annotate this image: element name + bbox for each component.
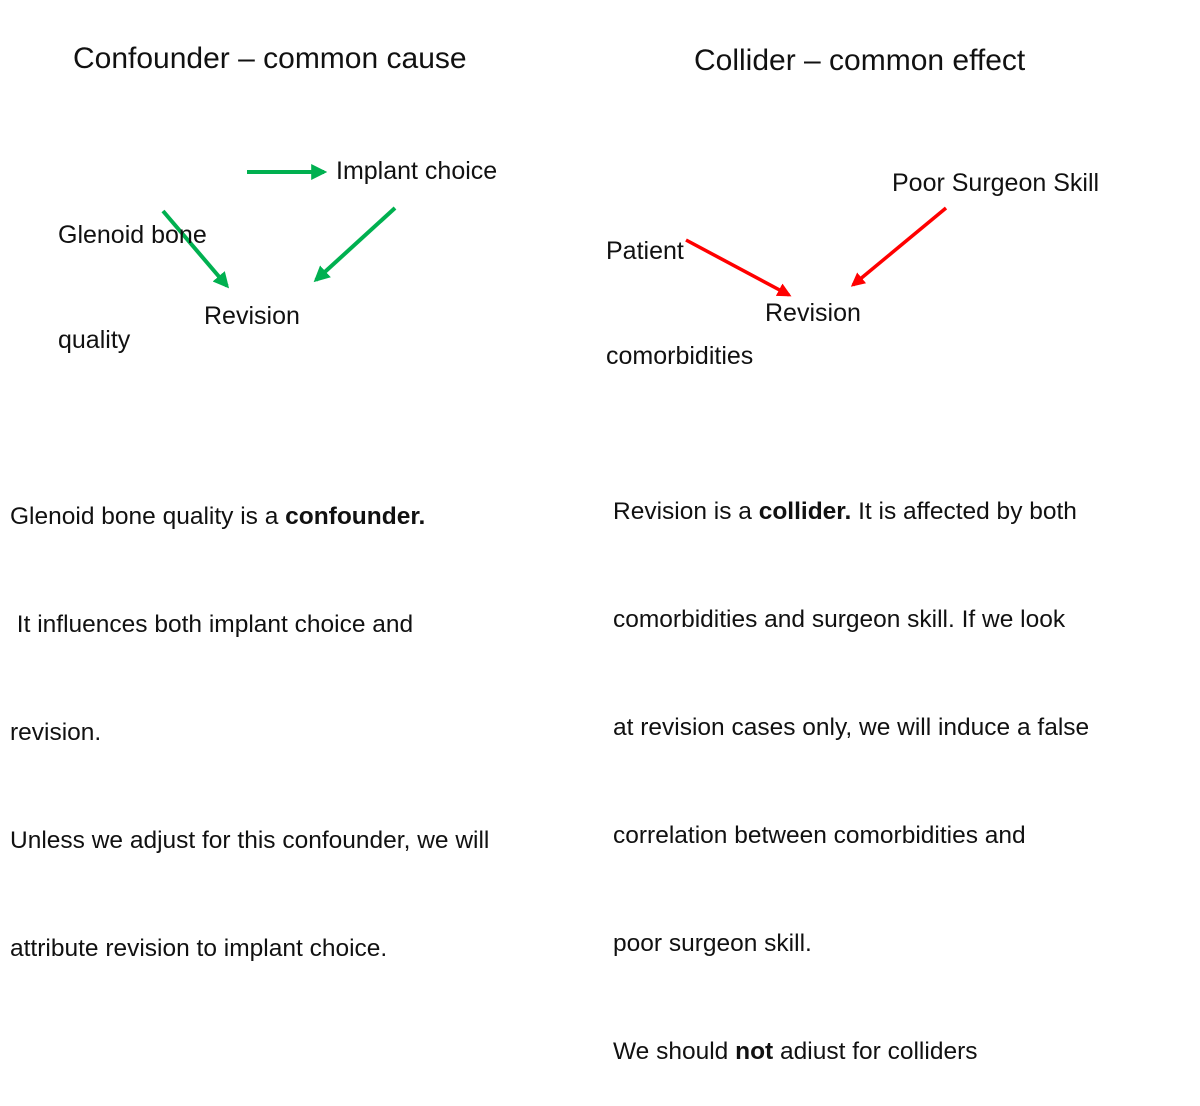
node-patient-comorbidities: Patient comorbidities (606, 164, 753, 409)
text-line: correlation between comorbidities and (613, 822, 1026, 849)
text: We should (613, 1038, 736, 1065)
collider-title: Collider – common effect (694, 44, 1026, 77)
node-poor-surgeon-skill: Poor Surgeon Skill (892, 169, 1100, 197)
arrow-comorbidities-to-revision (685, 238, 792, 297)
text-line: comorbidities and surgeon skill. If we l… (613, 606, 1066, 633)
node-label: Glenoid bone (58, 221, 207, 249)
bold-term: confounder. (285, 503, 426, 530)
node-revision-collider: Revision (765, 299, 861, 327)
confounder-explanation: Glenoid bone quality is a confounder. It… (10, 427, 489, 1003)
arrow-bone-to-revision (161, 209, 230, 289)
text: adiust for colliders (773, 1038, 978, 1065)
node-label: Patient (606, 237, 684, 265)
text: Glenoid bone quality is a (10, 503, 286, 530)
text: Revision is a (613, 498, 759, 525)
text: It is affected by both (851, 498, 1077, 525)
collider-explanation: Revision is a collider. It is affected b… (613, 422, 1089, 1106)
text-line: at revision cases only, we will induce a… (613, 714, 1090, 741)
bold-term: not (735, 1038, 774, 1065)
text-line: Unless we adjust for this confounder, we… (10, 827, 490, 854)
node-glenoid-bone-quality: Glenoid bone quality (58, 148, 207, 393)
node-label: quality (58, 326, 131, 354)
node-implant-choice: Implant choice (336, 157, 498, 185)
text-line: attribute revision to implant choice. (10, 935, 388, 962)
bold-term: collider. (758, 498, 852, 525)
arrows-layer (161, 164, 948, 297)
text-line: It influences both implant choice and (10, 611, 414, 638)
node-revision-confounder: Revision (204, 302, 300, 330)
text-line: revision. (10, 719, 102, 746)
arrow-skill-to-revision (850, 206, 948, 287)
text-line: Glenoid bone quality is a confounder. (10, 499, 489, 535)
arrow-implant-to-revision (313, 206, 397, 283)
text-line: poor surgeon skill. (613, 930, 812, 957)
confounder-title: Confounder – common cause (73, 42, 467, 75)
text-line: We should not adiust for colliders (613, 1034, 1089, 1070)
text-line: Revision is a collider. It is affected b… (613, 494, 1089, 530)
node-label: comorbidities (606, 342, 754, 370)
